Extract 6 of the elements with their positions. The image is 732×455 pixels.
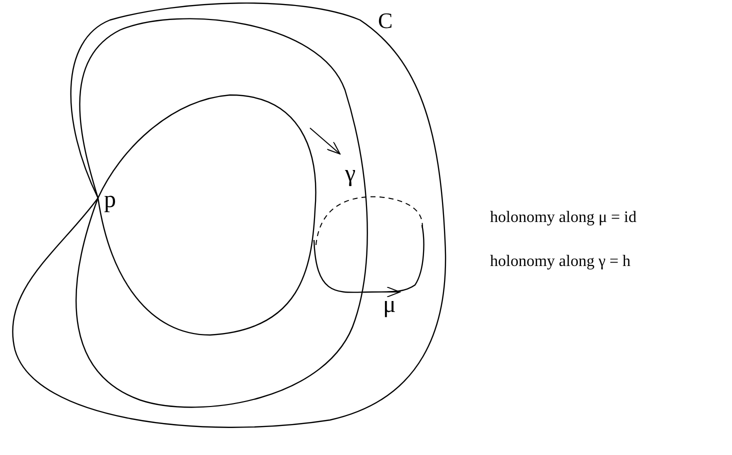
math-symbol-label: p	[104, 188, 116, 212]
math-symbol-label: C	[378, 10, 393, 32]
note-text: holonomy along γ = h	[490, 254, 631, 270]
note-text: holonomy along μ = id	[490, 210, 636, 226]
math-symbol-label: γ	[345, 162, 356, 186]
math-symbol-label: μ	[383, 293, 396, 317]
